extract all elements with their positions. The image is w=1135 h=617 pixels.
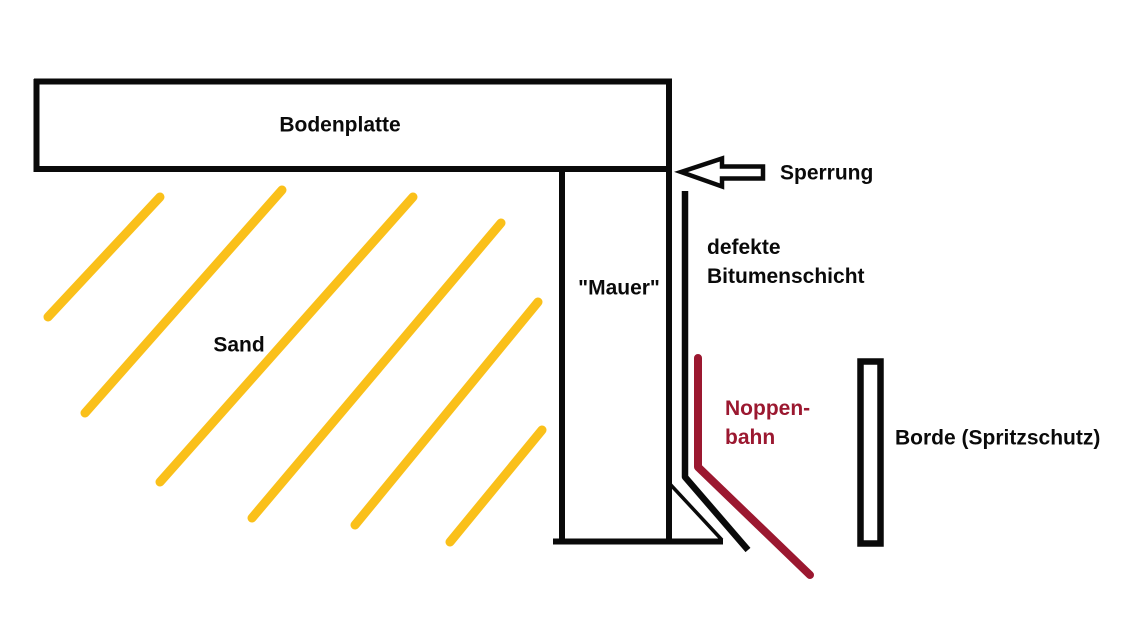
bodenplatte-rect (33, 78, 672, 172)
bitumen-layer-line (681, 191, 751, 553)
sand-hatch (43, 185, 547, 547)
sand-hatch-line (80, 185, 287, 418)
noppenbahn-label-line1: Noppen- (725, 397, 811, 420)
noppenbahn-label: Noppen- bahn (725, 394, 810, 452)
sand-hatch-line (247, 218, 506, 523)
footing-fillet-line (667, 481, 724, 542)
bitumen-label-line2: Bitumenschicht (707, 265, 865, 288)
sand-hatch-line (445, 425, 547, 547)
mauer-rect (553, 169, 723, 545)
sand-label: Sand (213, 333, 265, 357)
mauer-label: "Mauer" (578, 276, 660, 300)
borde-label: Borde (Spritzschutz) (895, 426, 1101, 450)
sand-hatch-line (155, 192, 418, 487)
sand-hatch-line (43, 192, 165, 322)
bodenplatte-label: Bodenplatte (279, 113, 401, 137)
borde-rect (857, 358, 884, 547)
bitumen-label-line1: defekte (707, 236, 781, 259)
sperrung-label: Sperrung (780, 161, 874, 185)
bitumen-label: defekte Bitumenschicht (707, 233, 865, 291)
sperrung-arrow-left-icon (674, 155, 766, 190)
sand-hatch-line (350, 297, 543, 530)
noppenbahn-line (694, 354, 814, 579)
noppenbahn-label-line2: bahn (725, 426, 776, 449)
